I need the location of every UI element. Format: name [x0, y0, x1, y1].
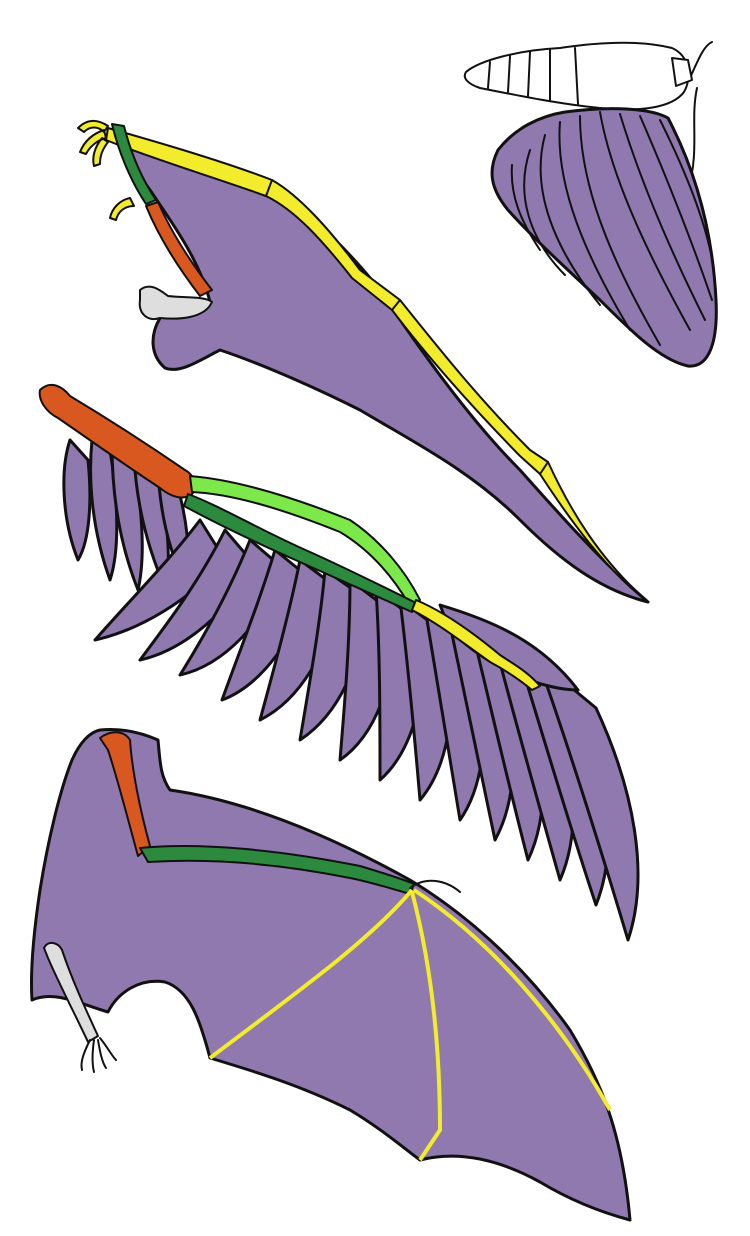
insect-head — [672, 58, 692, 86]
bat-foot — [81, 1038, 116, 1072]
